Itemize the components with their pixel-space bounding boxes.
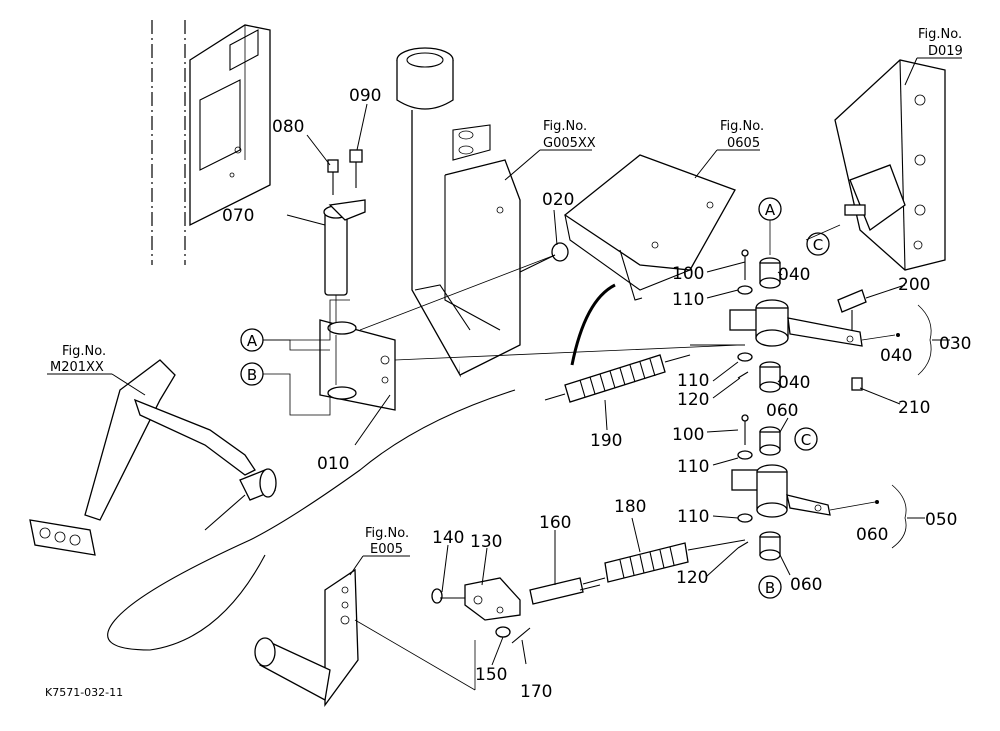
- fig-ref-d019: Fig.No. D019: [918, 27, 963, 59]
- spring-180: [604, 542, 689, 583]
- part-label-110-bottom: 110: [677, 507, 709, 527]
- svg-text:G005XX: G005XX: [543, 136, 596, 151]
- connector-b-right: B: [758, 575, 782, 599]
- svg-text:E005: E005: [370, 542, 403, 557]
- part-label-160: 170: [520, 682, 552, 702]
- collar-040-mid: [759, 361, 781, 393]
- pivot-shaft-070: [323, 199, 366, 330]
- connector-a-right: A: [758, 197, 782, 221]
- leader-lines: [47, 57, 962, 691]
- part-label-210: 210: [898, 398, 930, 418]
- svg-text:Fig.No.: Fig.No.: [720, 119, 764, 134]
- part-label-060-right: 060: [856, 525, 888, 545]
- group-bracket-050: [891, 484, 925, 549]
- part-label-110-mid: 110: [677, 457, 709, 477]
- washer-110-top: [737, 285, 753, 295]
- part-label-170: 160: [539, 513, 571, 533]
- drawing-code: K7571-032-11: [45, 686, 123, 699]
- part-label-030: 030: [939, 334, 971, 354]
- part-label-120-top: 120: [677, 390, 709, 410]
- pin-100-bottom: [741, 414, 749, 445]
- upper-lever-assembly: [729, 299, 863, 347]
- transmission-housing: [834, 59, 946, 271]
- svg-text:Fig.No.: Fig.No.: [365, 526, 409, 541]
- connector-c-bottom: C: [794, 427, 818, 451]
- bolt-020: [519, 242, 569, 278]
- svg-text:B: B: [765, 579, 775, 597]
- svg-text:C: C: [801, 431, 811, 449]
- part-label-060-top: 060: [766, 401, 798, 421]
- threaded-rod-170: [529, 577, 606, 605]
- fig-ref-g005xx: Fig.No. G005XX: [543, 119, 596, 151]
- pin-100-top: [741, 249, 749, 280]
- lever-arm-e005: [254, 568, 359, 707]
- washer-110-upper-mid: [737, 352, 753, 362]
- clevis-130: [464, 577, 521, 621]
- connector-a-left: A: [240, 328, 264, 352]
- washer-110-mid: [737, 450, 753, 460]
- svg-text:A: A: [247, 332, 258, 350]
- fig-ref-m201xx: Fig.No. M201XX: [50, 344, 106, 375]
- lower-lever-assembly: [731, 464, 831, 518]
- part-label-080: 080: [272, 117, 304, 137]
- plate-0605: [563, 154, 736, 301]
- collar-040-top: [759, 257, 781, 289]
- part-label-040-mid: 040: [778, 373, 810, 393]
- part-label-100-top: 100: [672, 264, 704, 284]
- part-label-050: 050: [925, 510, 957, 530]
- part-labels: 070 080 090 020 010 100 110 040 200 040 …: [222, 86, 971, 702]
- connector-b-left: B: [240, 362, 264, 386]
- part-label-110-top: 110: [672, 290, 704, 310]
- svg-text:D019: D019: [928, 44, 963, 59]
- part-label-040-top: 040: [778, 265, 810, 285]
- part-label-090: 090: [349, 86, 381, 106]
- fig-ref-e005: Fig.No. E005: [365, 526, 409, 557]
- part-label-150: 150: [475, 665, 507, 685]
- pin-160: [511, 627, 531, 644]
- bolt-200: [837, 289, 867, 330]
- frame-bracket: [151, 20, 271, 265]
- part-label-040-right: 040: [880, 346, 912, 366]
- part-label-190: 190: [590, 431, 622, 451]
- bolt-080: [327, 159, 339, 195]
- fig-ref-0605: Fig.No. 0605: [720, 119, 764, 151]
- svg-text:Fig.No.: Fig.No.: [918, 27, 962, 42]
- svg-text:B: B: [247, 366, 257, 384]
- washer-150: [495, 626, 511, 638]
- part-label-110-upper-mid: 110: [677, 371, 709, 391]
- upright-channel-post: [396, 47, 521, 378]
- part-label-020: 020: [542, 190, 574, 210]
- svg-text:Fig.No.: Fig.No.: [62, 344, 106, 359]
- collar-060-top: [759, 426, 781, 456]
- bolt-090: [349, 149, 363, 188]
- washer-110-bottom: [737, 513, 753, 523]
- support-bracket-010: [319, 319, 396, 411]
- svg-text:A: A: [765, 201, 776, 219]
- part-label-140: 140: [432, 528, 464, 548]
- part-label-200: 200: [898, 275, 930, 295]
- part-label-130: 130: [470, 532, 502, 552]
- cotter-120-bottom: [737, 541, 749, 549]
- control-cable-190: [107, 283, 691, 651]
- part-label-060-bottom: 060: [790, 575, 822, 595]
- clutch-pedal: [29, 359, 277, 556]
- part-label-070: 070: [222, 206, 254, 226]
- group-bracket-030: [917, 304, 950, 376]
- svg-text:M201XX: M201XX: [50, 360, 104, 375]
- part-label-010: 010: [317, 454, 349, 474]
- svg-text:0605: 0605: [727, 136, 760, 151]
- collar-060-bottom: [759, 531, 781, 561]
- connector-c-top: C: [806, 232, 830, 256]
- nut-210: [851, 377, 863, 391]
- part-label-120-bottom: 120: [676, 568, 708, 588]
- part-label-180: 180: [614, 497, 646, 517]
- part-label-100-bottom: 100: [672, 425, 704, 445]
- svg-text:C: C: [813, 236, 823, 254]
- cotter-120-top: [737, 371, 749, 379]
- svg-text:Fig.No.: Fig.No.: [543, 119, 587, 134]
- pin-140: [431, 588, 465, 604]
